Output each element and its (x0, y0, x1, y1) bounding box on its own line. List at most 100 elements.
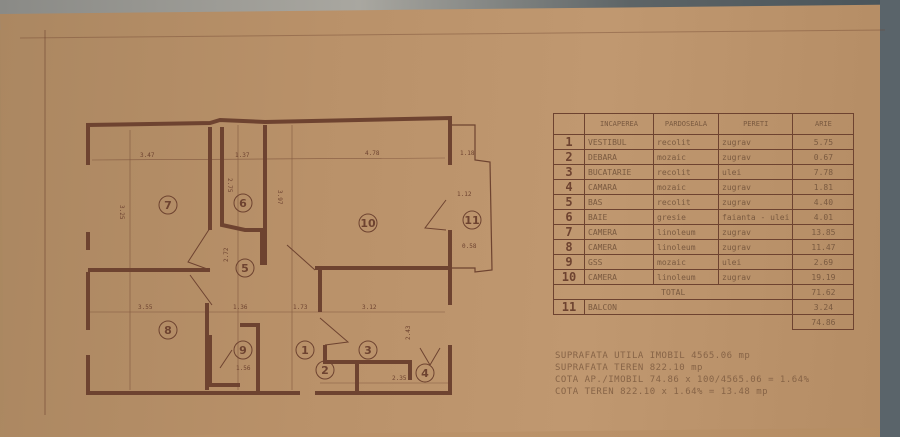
fabric-edge (880, 0, 900, 437)
room-area: 1.81 (792, 179, 855, 195)
balcony-row: 11 BALCON 3.24 (553, 299, 855, 315)
room-number: 9 (239, 344, 247, 357)
room-number: 4 (421, 367, 429, 380)
wall-finish: zugrav (717, 134, 794, 150)
floor-type: gresie (653, 209, 719, 225)
dimension-label: 0.58 (462, 243, 477, 250)
wall-finish: zugrav (717, 194, 794, 210)
dimension-label: 1.36 (233, 304, 248, 311)
dimension-label: 3.47 (140, 152, 155, 159)
total-value: 71.62 (792, 284, 855, 300)
dimension-label: 2.35 (392, 375, 407, 382)
floor-type: mozaic (653, 254, 719, 270)
row-number: 11 (553, 299, 585, 315)
room-number: 11 (464, 214, 479, 227)
spacer-cell (554, 315, 793, 330)
floor-type: recolit (653, 134, 719, 150)
dimension-label: 2.43 (405, 325, 412, 340)
room-marker-circle (158, 320, 178, 340)
dimension-label: 2.72 (223, 247, 230, 262)
floor-type: linoleum (653, 224, 719, 240)
note-line: COTA TEREN 822.10 x 1.64% = 13.48 mp (555, 387, 769, 397)
wall-finish: faianta - ulei (717, 209, 794, 225)
room-name: CAMERA (584, 224, 654, 240)
table-header: INCAPEREA PARDOSEALA PERETI ARIE (553, 113, 855, 135)
row-number: 8 (553, 239, 585, 255)
header-cell: INCAPEREA (584, 113, 654, 135)
header-cell (553, 113, 585, 135)
header-cell: PARDOSEALA (653, 113, 719, 135)
room-number: 10 (360, 217, 376, 230)
note-line: SUPRAFATA UTILA IMOBIL 4565.06 mp (555, 351, 751, 361)
row-number: 5 (553, 194, 585, 210)
room-marker-circle (358, 213, 378, 233)
room-area: 5.75 (792, 134, 855, 150)
dimension-label: 3.12 (362, 304, 377, 311)
room-name: CAMARA (584, 179, 654, 195)
floor-type: recolit (653, 164, 719, 180)
dimension-labels: 3.47 1.37 4.78 1.18 1.12 3.97 3.25 3.55 … (118, 150, 477, 382)
wall-finish: ulei (717, 254, 794, 270)
row-number: 7 (553, 224, 585, 240)
room-number: 3 (364, 344, 372, 357)
dimension-label: 2.75 (226, 178, 233, 193)
room-number: 6 (239, 197, 247, 210)
room-name: CAMERA (584, 239, 654, 255)
floor-type: linoleum (653, 239, 719, 255)
floor-type: mozaic (653, 149, 719, 165)
grand-total-value: 74.86 (792, 314, 855, 330)
dimension-label: 4.78 (365, 150, 380, 157)
room-marker-circle (415, 363, 435, 383)
room-area: 4.01 (792, 209, 855, 225)
room-area: 19.19 (792, 269, 855, 285)
room-number: 8 (164, 324, 172, 337)
wall-finish: ulei (717, 164, 794, 180)
wall-finish: zugrav (717, 149, 794, 165)
room-number: 2 (321, 364, 329, 377)
dimension-label: 1.18 (460, 150, 475, 157)
room-number: 1 (301, 344, 309, 357)
room-marker-circle (158, 195, 178, 215)
room-name: BAS (584, 194, 654, 210)
row-number: 3 (553, 164, 585, 180)
room-marker-circle (295, 340, 315, 360)
room-area: 2.69 (792, 254, 855, 270)
walls (19, 29, 886, 415)
room-marker-circle (235, 258, 255, 278)
row-number: 4 (553, 179, 585, 195)
header-cell: ARIE (792, 113, 855, 135)
dimension-label: 1.56 (236, 365, 251, 372)
row-number: 10 (553, 269, 585, 285)
room-number: 7 (164, 199, 172, 212)
total-label: TOTAL (552, 284, 794, 300)
dimension-lines (90, 125, 450, 390)
room-area: 7.78 (792, 164, 855, 180)
room-area: 3.24 (792, 299, 855, 315)
dimension-label: 3.55 (138, 304, 153, 311)
room-name: GSS (584, 254, 654, 270)
room-name: BAIE (584, 209, 654, 225)
header-cell: PERETI (717, 113, 794, 135)
balcony-outline (450, 124, 493, 273)
note-line: SUPRAFATA TEREN 822.10 mp (555, 363, 703, 373)
room-area: 13.85 (792, 224, 855, 240)
room-area: 4.40 (792, 194, 855, 210)
total-row: TOTAL 71.62 (552, 284, 855, 300)
wall-finish: zugrav (717, 269, 794, 285)
room-name: CAMERA (584, 269, 654, 285)
room-marker-circle (462, 210, 482, 230)
dimension-label: 3.25 (118, 205, 125, 220)
room-area: 0.67 (792, 149, 855, 165)
dimension-label: 1.73 (293, 304, 308, 311)
wall-finish: zugrav (717, 224, 794, 240)
